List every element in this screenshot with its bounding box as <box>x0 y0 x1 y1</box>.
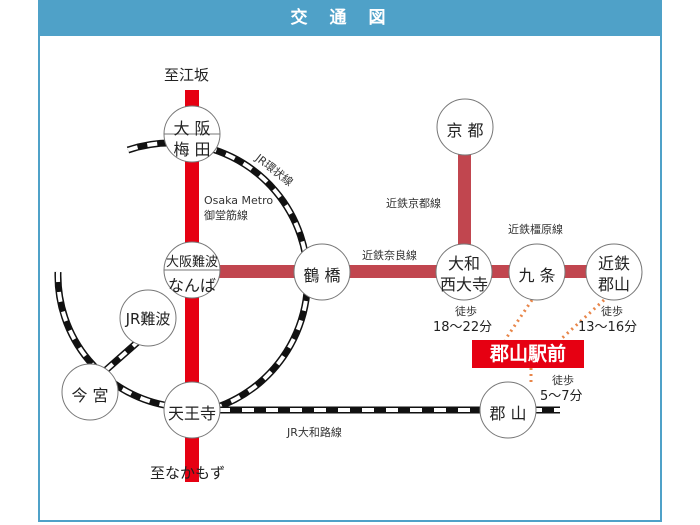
station-tennoji <box>163 381 221 439</box>
map-frame <box>38 0 662 522</box>
station-imamiya: 今 宮 <box>71 386 109 405</box>
walk-3-label: 徒歩 <box>552 374 574 387</box>
walk-routes <box>503 298 606 383</box>
walk-2-time: 13〜16分 <box>578 320 638 335</box>
station-saidaiji-top: 大和 <box>447 254 480 273</box>
destination-box <box>472 340 584 368</box>
station-kyoto: 京 都 <box>446 121 484 140</box>
midosuji-label-2: 御堂筋線 <box>204 209 248 222</box>
station-namba-top: 大阪難波 <box>165 255 218 270</box>
walk-3-time: 5〜7分 <box>540 389 583 404</box>
destination-label: 郡山駅前 <box>489 343 566 365</box>
station-namba-bottom: なんば <box>167 276 216 295</box>
station-saidaiji-bottom: 西大寺 <box>439 275 488 294</box>
station-tsuruhashi: 鶴 橋 <box>303 266 341 285</box>
station-jr-namba: JR難波 <box>125 310 171 328</box>
station-jr-koriyama <box>479 381 537 439</box>
station-umeda-bottom: 梅 田 <box>173 140 211 159</box>
station-umeda-top: 大 阪 <box>173 119 211 138</box>
station-kintetsu-koriyama-top: 近鉄 <box>597 254 630 273</box>
station-kujo: 九 条 <box>518 266 556 285</box>
station-kujo <box>508 243 566 301</box>
midosuji-label-1: Osaka Metro <box>204 194 274 207</box>
walk-1-label: 徒歩 <box>455 305 477 318</box>
station-saidaiji <box>435 243 493 301</box>
station-imamiya <box>61 363 119 421</box>
station-jr-koriyama: 郡 山 <box>489 404 527 423</box>
station-jr-namba <box>119 289 177 347</box>
station-tsuruhashi <box>293 243 351 301</box>
direction-north: 至江坂 <box>164 66 210 84</box>
kintetsu-nara-label: 近鉄奈良線 <box>362 249 417 262</box>
station-kintetsu-koriyama <box>585 243 643 301</box>
jr-yamatoji-label: JR大和路線 <box>287 426 342 439</box>
station-kintetsu-koriyama-bottom: 郡山 <box>597 275 630 294</box>
page-title: 交通図 <box>38 0 660 36</box>
station-tennoji: 天王寺 <box>167 404 216 423</box>
station-kyoto <box>436 98 494 156</box>
kintetsu-kyoto-label: 近鉄京都線 <box>386 197 441 210</box>
direction-south: 至なかもず <box>150 464 226 482</box>
walk-2-label: 徒歩 <box>601 305 623 318</box>
walk-1-time: 18〜22分 <box>433 320 493 335</box>
kintetsu-kashihara-label: 近鉄橿原線 <box>508 223 563 236</box>
